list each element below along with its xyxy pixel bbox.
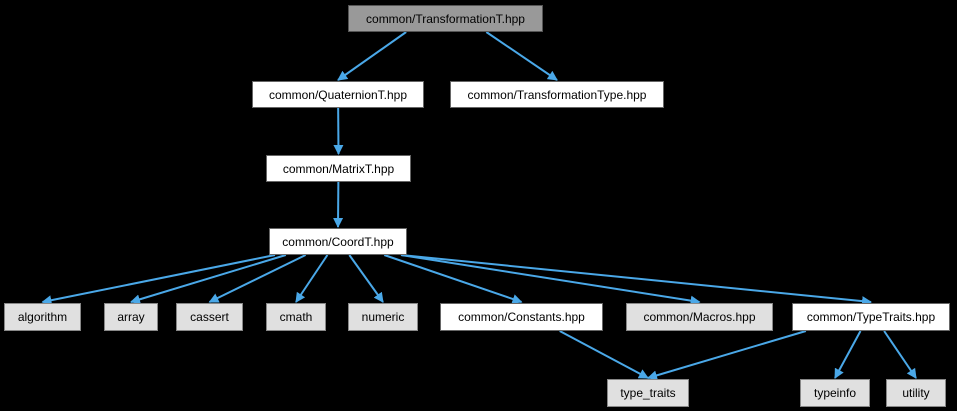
graph-edge-typetraitsHpp-to-typeinfo (834, 330, 862, 379)
graph-node-algorithm[interactable]: algorithm (4, 303, 81, 331)
graph-edge-coordT-to-typetraitsHpp (400, 254, 872, 307)
graph-node-transformationType[interactable]: common/TransformationType.hpp (450, 81, 664, 108)
graph-node-cassert[interactable]: cassert (176, 303, 243, 331)
graph-node-numeric[interactable]: numeric (348, 303, 418, 331)
graph-edge-typetraitsHpp-to-type_traits (647, 330, 807, 381)
graph-node-label: typeinfo (813, 386, 857, 400)
graph-edge-coordT-to-constants (383, 254, 523, 304)
graph-node-label: array (117, 310, 145, 324)
graph-node-label: cmath (279, 310, 313, 324)
graph-node-label: common/TransformationT.hpp (366, 11, 525, 26)
graph-node-macros[interactable]: common/Macros.hpp (626, 303, 773, 331)
graph-node-type_traits[interactable]: type_traits (607, 379, 689, 407)
graph-node-label: common/CoordT.hpp (282, 234, 394, 249)
graph-node-typetraitsHpp[interactable]: common/TypeTraits.hpp (792, 303, 950, 331)
graph-node-transformationT: common/TransformationT.hpp (348, 5, 543, 32)
graph-node-label: common/QuaternionT.hpp (268, 87, 408, 102)
graph-node-label: common/Macros.hpp (643, 310, 756, 324)
graph-node-label: type_traits (620, 386, 676, 400)
graph-node-cmath[interactable]: cmath (266, 303, 326, 331)
graph-edge-coordT-to-cassert (208, 254, 307, 303)
graph-node-typeinfo[interactable]: typeinfo (800, 379, 870, 407)
graph-node-label: common/TypeTraits.hpp (806, 310, 936, 324)
graph-node-constants[interactable]: common/Constants.hpp (440, 303, 603, 331)
graph-node-label: numeric (361, 310, 405, 324)
graph-edge-typetraitsHpp-to-utility (883, 330, 917, 379)
graph-edge-coordT-to-cmath (295, 254, 329, 303)
graph-edge-constants-to-type_traits (559, 330, 649, 379)
graph-node-label: cassert (190, 310, 229, 324)
graph-node-label: common/TransformationType.hpp (467, 87, 647, 102)
graph-node-array[interactable]: array (104, 303, 158, 331)
graph-node-label: common/MatrixT.hpp (282, 161, 395, 176)
graph-node-label: common/Constants.hpp (458, 310, 585, 324)
graph-edge-transformationT-to-quaternionT (337, 31, 407, 81)
graph-edge-coordT-to-numeric (348, 254, 384, 303)
graph-node-coordT[interactable]: common/CoordT.hpp (269, 228, 407, 255)
graph-node-label: utility (902, 386, 930, 400)
graph-node-label: algorithm (17, 310, 68, 324)
graph-edge-coordT-to-array (130, 254, 287, 305)
graph-edge-coordT-to-macros (400, 254, 701, 306)
graph-node-quaternionT[interactable]: common/QuaternionT.hpp (252, 81, 424, 108)
graph-node-utility[interactable]: utility (886, 379, 946, 407)
graph-edge-transformationT-to-transformationType (485, 31, 558, 81)
graph-node-matrixT[interactable]: common/MatrixT.hpp (266, 155, 411, 182)
graph-edge-coordT-to-algorithm (41, 254, 276, 306)
